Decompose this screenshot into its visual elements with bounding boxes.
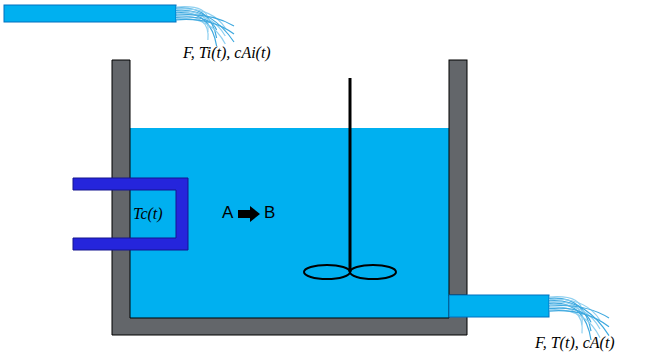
spray-stroke [549, 301, 609, 336]
inlet-pipe [4, 5, 176, 22]
spray-stroke [176, 19, 234, 34]
inlet-label: F, Ti(t), cAi(t) [183, 44, 271, 62]
species-label: A [222, 204, 233, 223]
spray-stroke [549, 311, 609, 327]
outlet-label: F, T(t), cA(t) [535, 334, 615, 352]
spray-stroke [549, 310, 600, 338]
species-label: B [264, 204, 275, 223]
tank-wall [449, 60, 467, 295]
jacket-label: Tc(t) [133, 205, 163, 223]
reaction-arrow [238, 206, 260, 222]
spray-stroke [176, 10, 234, 42]
water-spray [176, 7, 609, 340]
agitator-shaft [349, 78, 352, 272]
impeller-blade [304, 265, 350, 279]
outlet-pipe [449, 295, 549, 317]
tank-wall [112, 60, 467, 335]
spray-stroke [176, 18, 225, 44]
cooling-jacket [73, 178, 188, 250]
spray-stroke [176, 13, 217, 46]
impeller-blade [350, 265, 396, 279]
